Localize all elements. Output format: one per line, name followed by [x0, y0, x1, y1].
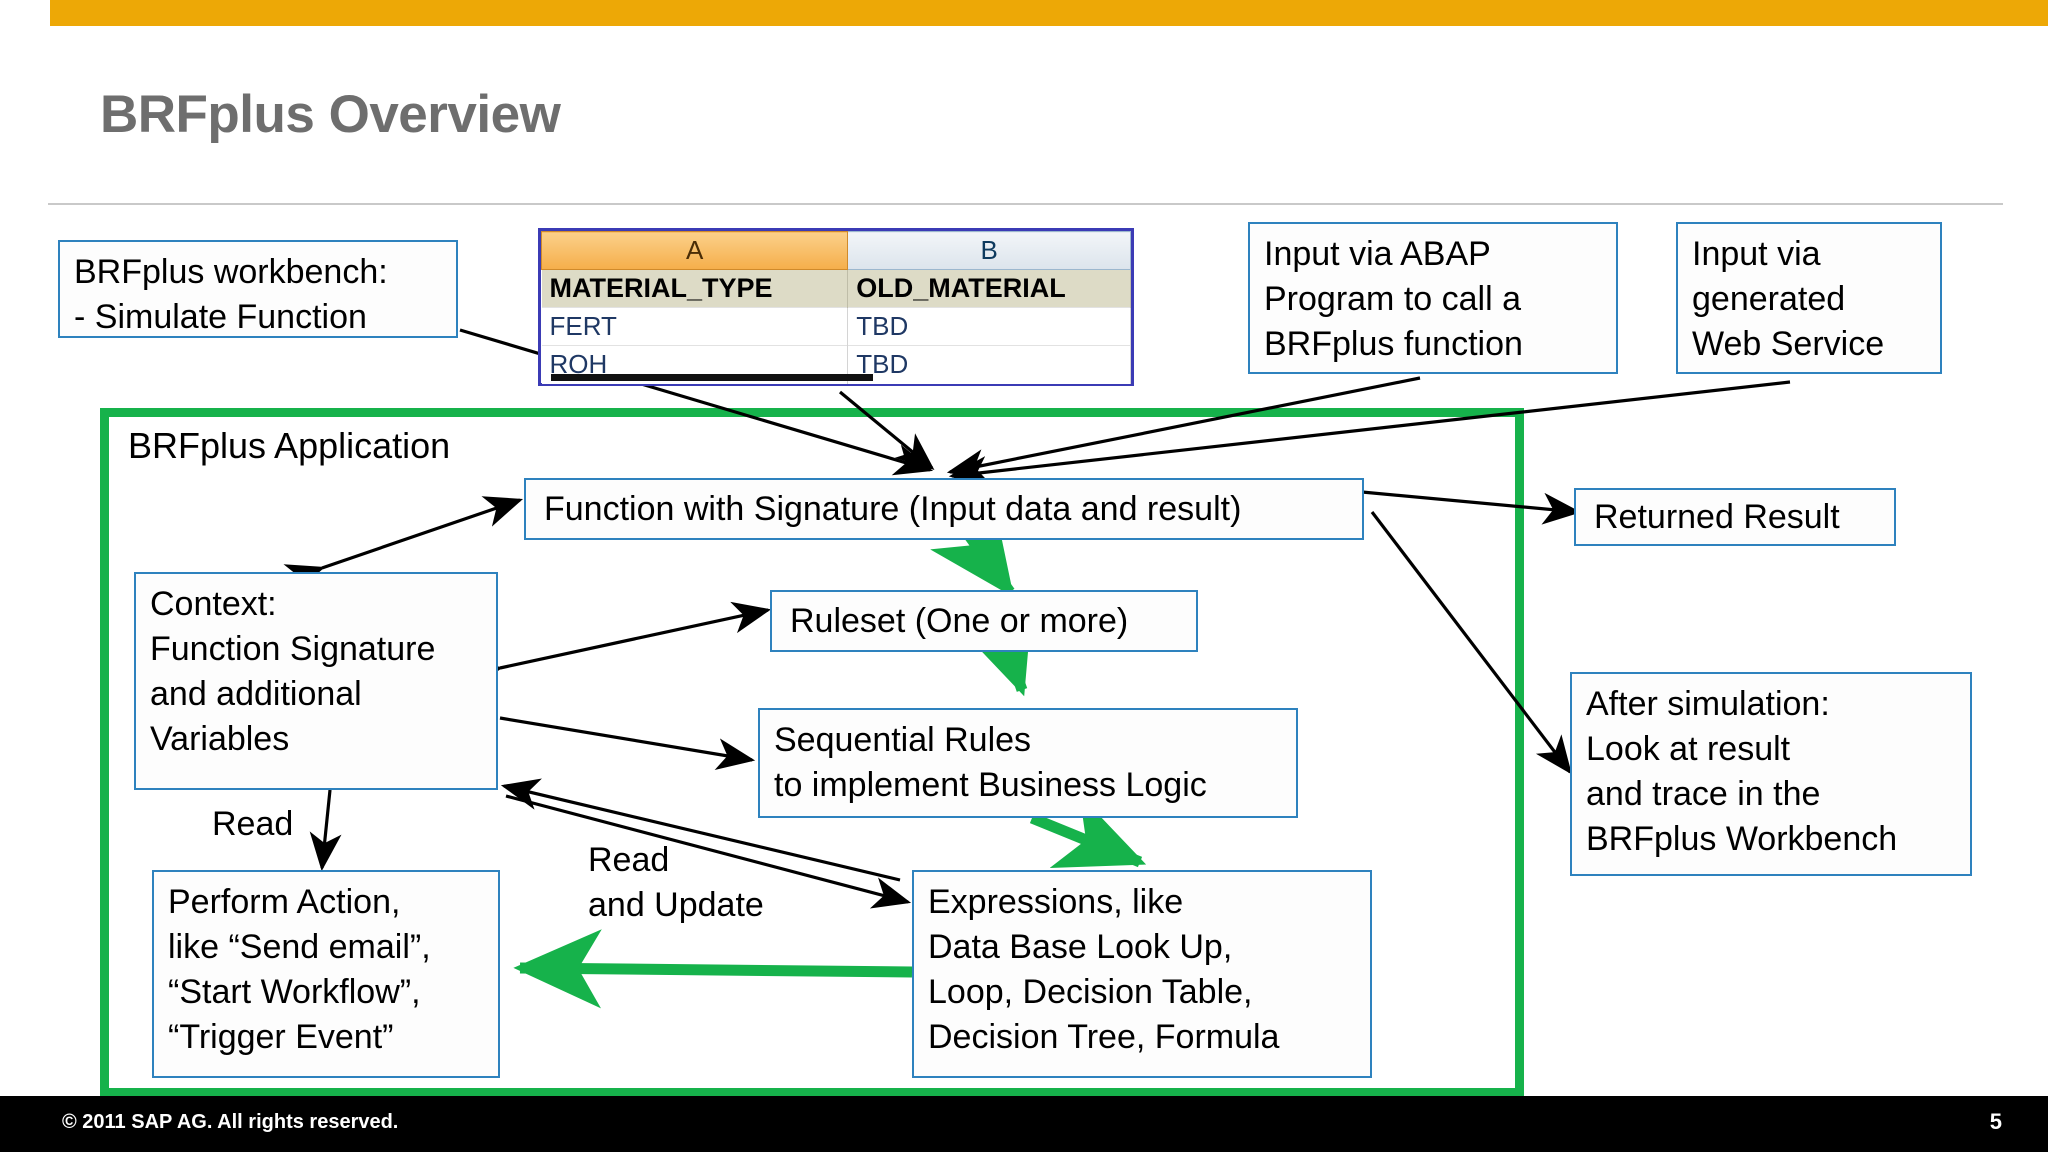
expressions-line-3: Loop, Decision Table,	[928, 973, 1253, 1011]
spreadsheet-column-header-row: A B	[540, 231, 1131, 270]
after-simulation-line-4: BRFplus Workbench	[1586, 820, 1898, 858]
workbench-line-1: BRFplus workbench:	[74, 253, 388, 291]
read-label: Read	[212, 805, 294, 843]
sequential-rules-line-1: Sequential Rules	[774, 721, 1032, 759]
after-simulation-line-2: Look at result	[1586, 730, 1791, 768]
returned-result-box[interactable]: Returned Result	[1574, 488, 1896, 546]
after-simulation-box[interactable]: After simulation: Look at result and tra…	[1570, 672, 1972, 876]
context-box[interactable]: Context: Function Signature and addition…	[134, 572, 498, 790]
read-and-update-label: Read and Update	[588, 838, 764, 928]
expressions-line-2: Data Base Look Up,	[928, 928, 1233, 966]
input-via-web-service-box[interactable]: Input via generated Web Service	[1676, 222, 1942, 374]
cell-material-type-1[interactable]: FERT	[541, 307, 849, 346]
perform-action-line-3: “Start Workflow”,	[168, 973, 421, 1011]
perform-action-box[interactable]: Perform Action, like “Send email”, “Star…	[152, 870, 500, 1078]
sequential-rules-line-2: to implement Business Logic	[774, 766, 1207, 804]
after-simulation-line-1: After simulation:	[1586, 685, 1830, 723]
context-line-3: and additional	[150, 675, 362, 713]
page-title: BRFplus Overview	[100, 85, 561, 144]
expressions-line-1: Expressions, like	[928, 883, 1184, 921]
function-with-signature-box[interactable]: Function with Signature (Input data and …	[524, 478, 1364, 540]
top-accent-bar	[50, 0, 2048, 26]
context-line-4: Variables	[150, 720, 290, 758]
slide-footer: © 2011 SAP AG. All rights reserved. 5	[0, 1096, 2048, 1152]
context-line-1: Context:	[150, 585, 277, 623]
read-and-update-line-2: and Update	[588, 886, 764, 924]
workbench-line-2: - Simulate Function	[74, 298, 367, 336]
brfplus-workbench-box[interactable]: BRFplus workbench: - Simulate Function	[58, 240, 458, 338]
copyright-text: © 2011 SAP AG. All rights reserved.	[62, 1111, 399, 1133]
webservice-line-3: Web Service	[1692, 325, 1885, 363]
field-header-old-material: OLD_MATERIAL	[847, 269, 1131, 308]
read-and-update-line-1: Read	[588, 841, 670, 879]
column-letter-a[interactable]: A	[540, 231, 849, 270]
column-letter-b[interactable]: B	[847, 231, 1131, 270]
webservice-line-1: Input via	[1692, 235, 1821, 273]
page-number: 5	[1989, 1109, 2002, 1134]
expressions-box[interactable]: Expressions, like Data Base Look Up, Loo…	[912, 870, 1372, 1078]
abap-line-2: Program to call a	[1264, 280, 1521, 318]
brfplus-application-label: BRFplus Application	[128, 425, 451, 466]
perform-action-line-4: “Trigger Event”	[168, 1018, 394, 1056]
material-spreadsheet[interactable]: A B MATERIAL_TYPE OLD_MATERIAL FERT TBD …	[538, 228, 1134, 386]
field-header-material-type: MATERIAL_TYPE	[541, 269, 849, 308]
title-divider	[48, 203, 2003, 205]
selection-bar	[551, 374, 873, 381]
input-via-abap-box[interactable]: Input via ABAP Program to call a BRFplus…	[1248, 222, 1618, 374]
abap-line-1: Input via ABAP	[1264, 235, 1491, 273]
ruleset-box-label: Ruleset (One or more)	[790, 601, 1129, 640]
function-box-label: Function with Signature (Input data and …	[544, 489, 1242, 528]
ruleset-box[interactable]: Ruleset (One or more)	[770, 590, 1198, 652]
perform-action-line-1: Perform Action,	[168, 883, 401, 921]
spreadsheet-field-header-row: MATERIAL_TYPE OLD_MATERIAL	[541, 269, 1131, 308]
table-row[interactable]: FERT TBD	[541, 307, 1131, 346]
context-line-2: Function Signature	[150, 630, 436, 668]
cell-old-material-2[interactable]: TBD	[847, 345, 1131, 384]
after-simulation-line-3: and trace in the	[1586, 775, 1821, 813]
cell-old-material-1[interactable]: TBD	[847, 307, 1131, 346]
returned-result-label: Returned Result	[1594, 497, 1840, 536]
webservice-line-2: generated	[1692, 280, 1846, 318]
perform-action-line-2: like “Send email”,	[168, 928, 431, 966]
abap-line-3: BRFplus function	[1264, 325, 1523, 363]
expressions-line-4: Decision Tree, Formula	[928, 1018, 1280, 1056]
sequential-rules-box[interactable]: Sequential Rules to implement Business L…	[758, 708, 1298, 818]
